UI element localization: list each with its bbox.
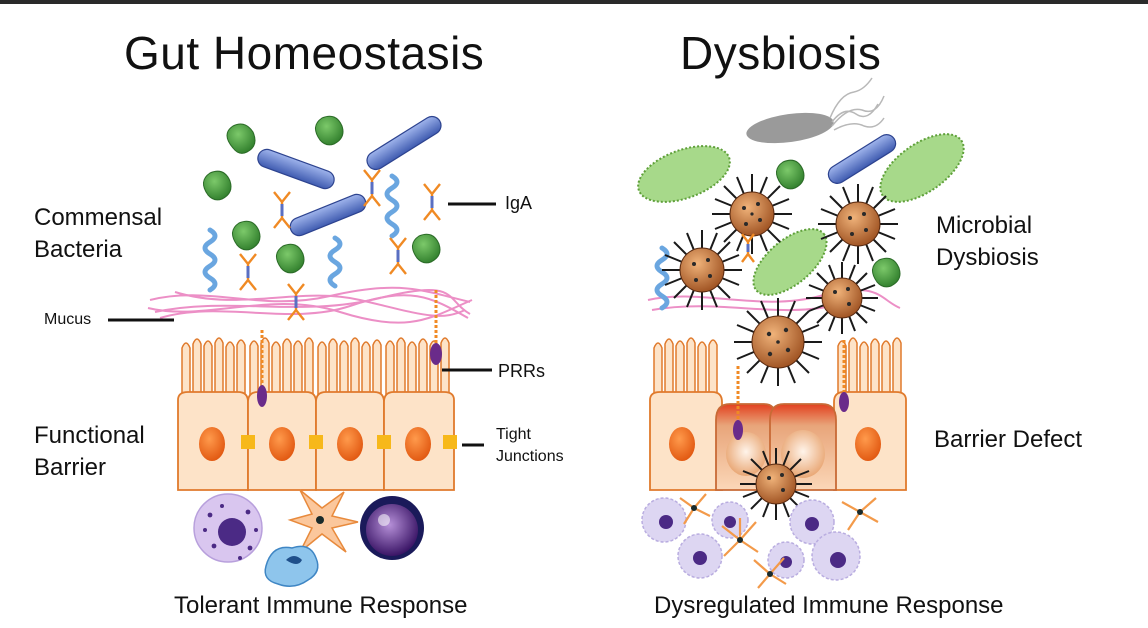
prr-receptors-left (257, 290, 442, 407)
label-commensal-line2: Bacteria (34, 236, 123, 263)
spiky-pathogen (734, 298, 822, 386)
label-barrier-defect: Barrier Defect (934, 426, 1083, 453)
caption-tolerant: Tolerant Immune Response (174, 592, 468, 619)
top-rule (0, 0, 1148, 4)
label-tight-line1: Tight (496, 426, 531, 443)
spiky-pathogen (662, 230, 742, 310)
immune-cells-left (193, 489, 424, 587)
label-tight-line2: Junctions (496, 448, 564, 465)
rod-bacteria-right (827, 134, 897, 184)
microvilli-left (181, 337, 450, 396)
immune-infiltrate-right (641, 493, 879, 589)
rod-bacteria-left (257, 115, 442, 237)
iga-antibodies-right (741, 233, 755, 263)
spiral-bacteria-left (202, 173, 400, 293)
nuclei-right (669, 427, 881, 461)
label-microbial-line1: Microbial (936, 212, 1033, 239)
prr-receptors-right (733, 340, 849, 440)
spiky-pathogens (662, 174, 898, 520)
tight-junctions-left (241, 435, 457, 449)
flagellated-bacterium (746, 77, 885, 144)
mucus-layer-left (147, 286, 473, 324)
nuclei-left (199, 427, 431, 461)
spiky-pathogen (712, 174, 792, 254)
epithelium-right (649, 337, 907, 491)
spiky-pathogen (818, 184, 898, 264)
label-microbial-line2: Dysbiosis (936, 244, 1039, 271)
microvilli-right (653, 337, 902, 396)
fuzzy-bacteria-right (637, 133, 965, 296)
caption-dysregulated: Dysregulated Immune Response (654, 592, 1004, 619)
left-panel (108, 115, 496, 587)
spiky-pathogen (806, 262, 878, 334)
title-dysbiosis: Dysbiosis (680, 27, 882, 79)
spiral-bacteria-right (654, 245, 670, 311)
label-prrs: PRRs (498, 361, 546, 381)
spiky-pathogen (740, 448, 812, 520)
pointer-lines-left (108, 202, 496, 447)
green-cocci-right (776, 159, 901, 288)
label-functional-line2: Barrier (34, 454, 107, 481)
epithelium-left (177, 290, 457, 491)
label-commensal-line1: Commensal (34, 204, 163, 231)
green-cocci-left (203, 115, 441, 274)
label-iga: IgA (505, 193, 533, 213)
right-panel (637, 77, 965, 589)
title-gut-homeostasis: Gut Homeostasis (124, 27, 485, 79)
iga-antibodies-left (239, 169, 441, 321)
label-functional-line1: Functional (34, 422, 145, 449)
label-mucus: Mucus (44, 311, 92, 328)
